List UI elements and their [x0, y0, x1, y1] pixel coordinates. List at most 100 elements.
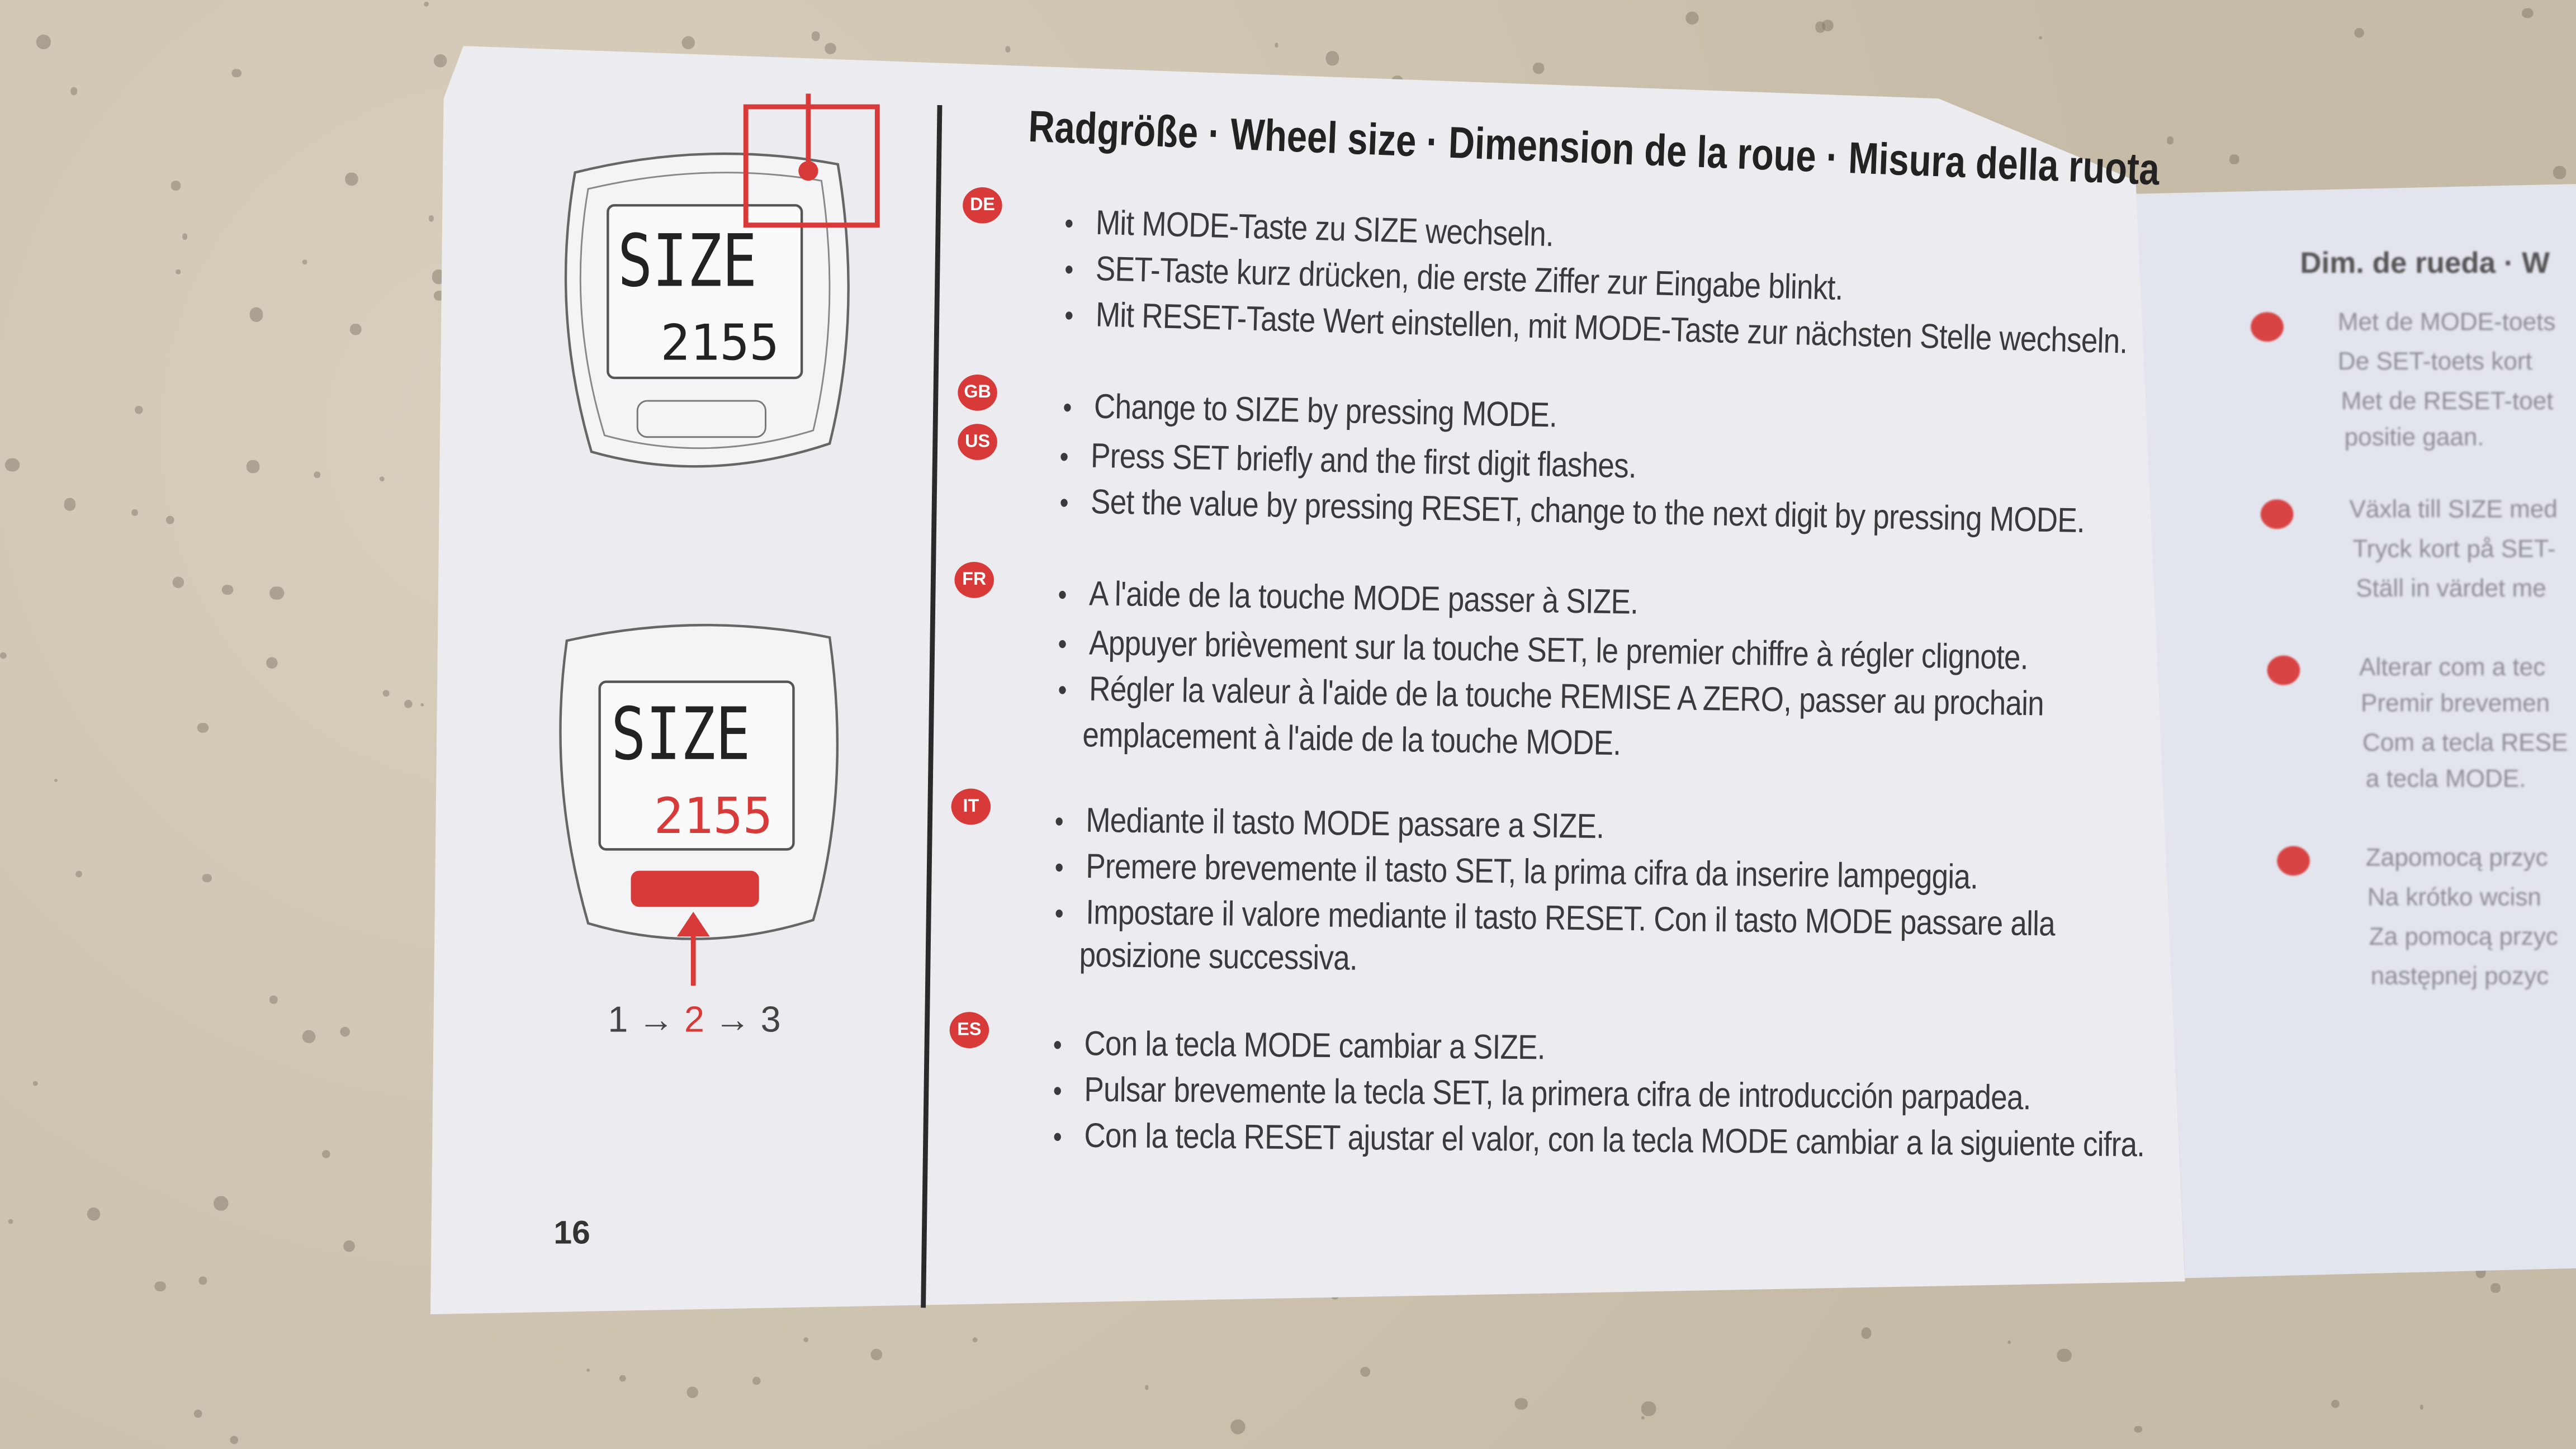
language-badge-es: ES [949, 1012, 989, 1048]
display-value-bottom: 2155 [654, 788, 773, 846]
instruction-line: •Mediante il tasto MODE passare a SIZE. [1054, 802, 1604, 848]
right-page-line: Växla till SIZE med [2349, 496, 2558, 524]
surface-speck [870, 1348, 882, 1360]
surface-speck [2331, 1399, 2340, 1409]
surface-speck [2522, 7, 2534, 19]
bullet-icon: • [1057, 673, 1066, 707]
language-badge [2251, 312, 2284, 342]
surface-speck [428, 215, 435, 221]
surface-speck [1274, 42, 1279, 47]
device-illustration-bottom [559, 623, 839, 986]
surface-speck [302, 1029, 316, 1044]
surface-speck [194, 1409, 203, 1418]
surface-speck [134, 405, 143, 414]
right-page-line: Ställ in värdet me [2356, 575, 2546, 603]
page-number: 16 [553, 1215, 590, 1252]
surface-speck [247, 461, 259, 473]
surface-speck [2039, 35, 2043, 39]
step-2: 2 [684, 998, 705, 1040]
language-badge-fr: FR [954, 562, 994, 598]
surface-speck [269, 996, 277, 1003]
display-value-top: 2155 [660, 315, 779, 373]
surface-speck [619, 1375, 626, 1381]
surface-speck [322, 1149, 331, 1158]
surface-speck [176, 269, 181, 274]
surface-speck [270, 586, 284, 600]
bullet-icon: • [1057, 578, 1066, 612]
language-badge-de: DE [963, 187, 1002, 224]
surface-speck [2491, 1284, 2500, 1292]
right-page-title: Dim. de rueda · W [2300, 246, 2550, 280]
surface-speck [811, 31, 821, 41]
right-page-line: De SET-toets kort [2337, 348, 2532, 376]
surface-speck [54, 778, 59, 783]
bullet-icon: • [1064, 207, 1074, 240]
surface-speck [2006, 1339, 2011, 1344]
surface-speck [1640, 1415, 1645, 1420]
surface-speck [752, 1376, 761, 1386]
surface-speck [973, 1336, 978, 1342]
button-sequence: 1 → 2 → 3 [608, 999, 780, 1041]
surface-speck [232, 69, 241, 78]
surface-speck [1685, 11, 1699, 25]
right-page-line: Met de MODE-toets [2337, 309, 2556, 337]
surface-speck [2419, 1405, 2423, 1409]
surface-speck [197, 722, 209, 733]
right-page-line: Met de RESET-toet [2341, 387, 2554, 416]
bullet-icon: • [1062, 391, 1071, 424]
bullet-icon: • [1054, 805, 1064, 838]
surface-speck [1515, 1398, 1527, 1410]
surface-speck [165, 515, 174, 524]
bullet-icon: • [1052, 1074, 1061, 1107]
right-page-line: Alterar com a tec [2359, 654, 2546, 682]
surface-speck [1641, 1401, 1656, 1416]
surface-speck [314, 472, 321, 478]
bullet-icon: • [1054, 897, 1064, 930]
surface-speck [0, 652, 7, 660]
language-badge [2277, 846, 2310, 876]
surface-speck [154, 1280, 165, 1292]
bullet-icon: • [1059, 440, 1069, 473]
surface-speck [1860, 1327, 1872, 1338]
device-illustration-top [564, 93, 880, 468]
bullet-icon: • [1052, 1028, 1061, 1062]
bullet-icon: • [1054, 851, 1064, 884]
surface-speck [181, 234, 187, 240]
surface-speck [403, 699, 412, 708]
surface-speck [687, 1386, 699, 1398]
surface-speck [63, 498, 76, 511]
surface-speck [1360, 1366, 1370, 1376]
surface-speck [681, 35, 695, 49]
surface-speck [214, 1196, 229, 1211]
surface-speck [171, 181, 180, 190]
surface-speck [1231, 1419, 1246, 1434]
right-page-line: a tecla MODE. [2365, 765, 2526, 794]
surface-speck [344, 1241, 356, 1253]
right-page-line: Za pomocą przyc [2369, 923, 2558, 951]
instruction-line: • Con la tecla MODE cambiar a SIZE. [1052, 1025, 1545, 1069]
surface-speck [7, 1219, 13, 1225]
right-page-line: Tryck kort på SET- [2352, 536, 2556, 564]
surface-speck [2354, 27, 2364, 38]
surface-speck [266, 657, 278, 669]
surface-speck [131, 509, 138, 516]
instruction-line: posizione successiva. [1048, 936, 1357, 979]
right-page-line: Na krótko wcisn [2367, 884, 2541, 912]
language-badge-us: US [958, 424, 997, 460]
bullet-icon: • [1064, 253, 1074, 286]
right-page-line: positie gaan. [2344, 424, 2484, 452]
step-3: 3 [760, 998, 781, 1040]
right-page-line: Zapomocą przyc [2365, 844, 2548, 873]
instruction-text: Con la tecla MODE cambiar a SIZE. [1083, 1025, 1545, 1068]
bullet-icon: • [1059, 486, 1069, 519]
surface-speck [202, 873, 211, 883]
surface-speck [198, 1276, 206, 1284]
language-badge [2260, 499, 2294, 529]
surface-speck [1325, 51, 1340, 65]
surface-speck [32, 1081, 38, 1087]
surface-speck [378, 476, 384, 482]
surface-speck [383, 690, 390, 697]
surface-speck [345, 173, 358, 186]
surface-speck [172, 576, 184, 588]
